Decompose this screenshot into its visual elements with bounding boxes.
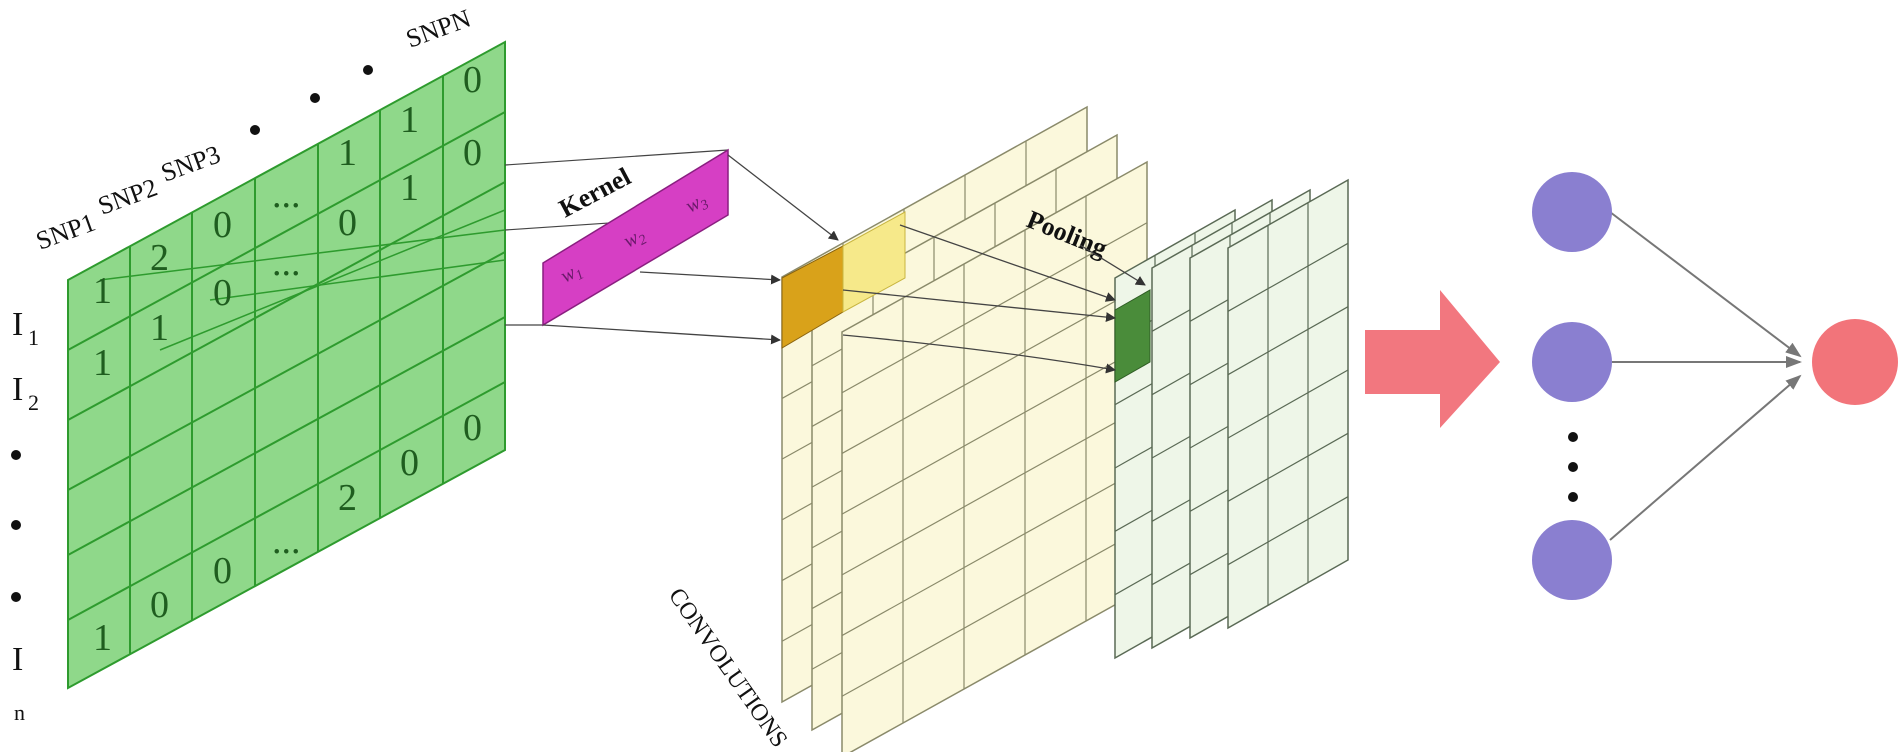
ellipsis-dot bbox=[250, 125, 260, 135]
row-label-in-sub: n bbox=[14, 700, 25, 725]
ellipsis-dot bbox=[310, 93, 320, 103]
cell-value: 2 bbox=[338, 477, 357, 519]
row-labels: I 1 I 2 I n bbox=[11, 306, 39, 725]
cell-value: 1 bbox=[150, 307, 169, 349]
cell-value: 2 bbox=[150, 237, 169, 279]
ellipsis-dot bbox=[11, 520, 21, 530]
row-label-i1-sub: 1 bbox=[28, 325, 39, 350]
kernel: Kernel w1 w2 w3 bbox=[504, 148, 729, 327]
ellipsis-dot bbox=[1568, 432, 1578, 442]
input-matrix: 1 2 0 ... 0 1 0 0 1 1 ... 1 0 1 2 0 0 1 … bbox=[67, 40, 506, 690]
output-node bbox=[1812, 319, 1898, 405]
ellipsis-dot bbox=[1568, 492, 1578, 502]
matrix-values: 1 2 0 ... 0 1 0 0 1 1 ... 1 0 1 2 0 0 1 … bbox=[93, 59, 482, 659]
ellipsis-dot bbox=[11, 450, 21, 460]
cell-value: 1 bbox=[93, 342, 112, 384]
pooling-stack bbox=[1114, 178, 1349, 660]
pool-layer-4 bbox=[1227, 178, 1349, 630]
network-connections bbox=[1609, 211, 1802, 541]
hidden-node bbox=[1532, 172, 1612, 252]
flow-arrow bbox=[1365, 290, 1500, 428]
snp1-label: SNP1 bbox=[32, 208, 99, 256]
cell-value: 0 bbox=[463, 132, 482, 174]
hidden-node bbox=[1532, 520, 1612, 600]
row-label-i2: I bbox=[12, 371, 23, 408]
cell-value: 0 bbox=[463, 59, 482, 101]
ellipsis-dot bbox=[1568, 462, 1578, 472]
matrix-cross-lines bbox=[99, 209, 506, 351]
cell-value: 0 bbox=[150, 584, 169, 626]
matrix-background bbox=[67, 40, 506, 690]
convolutions-label: CONVOLUTIONS bbox=[663, 584, 792, 752]
matrix-grid-lines bbox=[67, 76, 506, 654]
row-label-in: I bbox=[12, 641, 23, 678]
cell-value: 1 bbox=[93, 617, 112, 659]
cell-value: 1 bbox=[338, 132, 357, 174]
dense-network bbox=[1532, 172, 1898, 600]
cell-value: 1 bbox=[93, 270, 112, 312]
hidden-node bbox=[1532, 322, 1612, 402]
conv-layer-3 bbox=[841, 160, 1148, 752]
cell-value: 0 bbox=[213, 550, 232, 592]
kernel-to-conv-arrows bbox=[542, 154, 839, 345]
pool-highlight-cell bbox=[1114, 289, 1151, 383]
cell-value: ... bbox=[272, 520, 301, 562]
cell-value: ... bbox=[272, 174, 301, 216]
cell-value: 0 bbox=[400, 442, 419, 484]
cell-value: 0 bbox=[338, 202, 357, 244]
row-label-i2-sub: 2 bbox=[28, 390, 39, 415]
cell-value: 0 bbox=[463, 407, 482, 449]
kernel-block bbox=[542, 148, 729, 327]
snp3-label: SNP3 bbox=[157, 140, 224, 188]
ellipsis-dot bbox=[11, 592, 21, 602]
cell-value: ... bbox=[272, 242, 301, 284]
cell-value: 1 bbox=[400, 167, 419, 209]
cell-value: 0 bbox=[213, 204, 232, 246]
ellipsis-dot bbox=[363, 65, 373, 75]
row-label-i1: I bbox=[12, 306, 23, 343]
convolution-stack bbox=[781, 105, 1148, 752]
cell-value: 1 bbox=[400, 99, 419, 141]
snpn-label: SNPN bbox=[402, 4, 475, 54]
conv-to-pool-arrows bbox=[842, 224, 1146, 374]
snp2-label: SNP2 bbox=[94, 173, 161, 221]
cell-value: 0 bbox=[213, 272, 232, 314]
